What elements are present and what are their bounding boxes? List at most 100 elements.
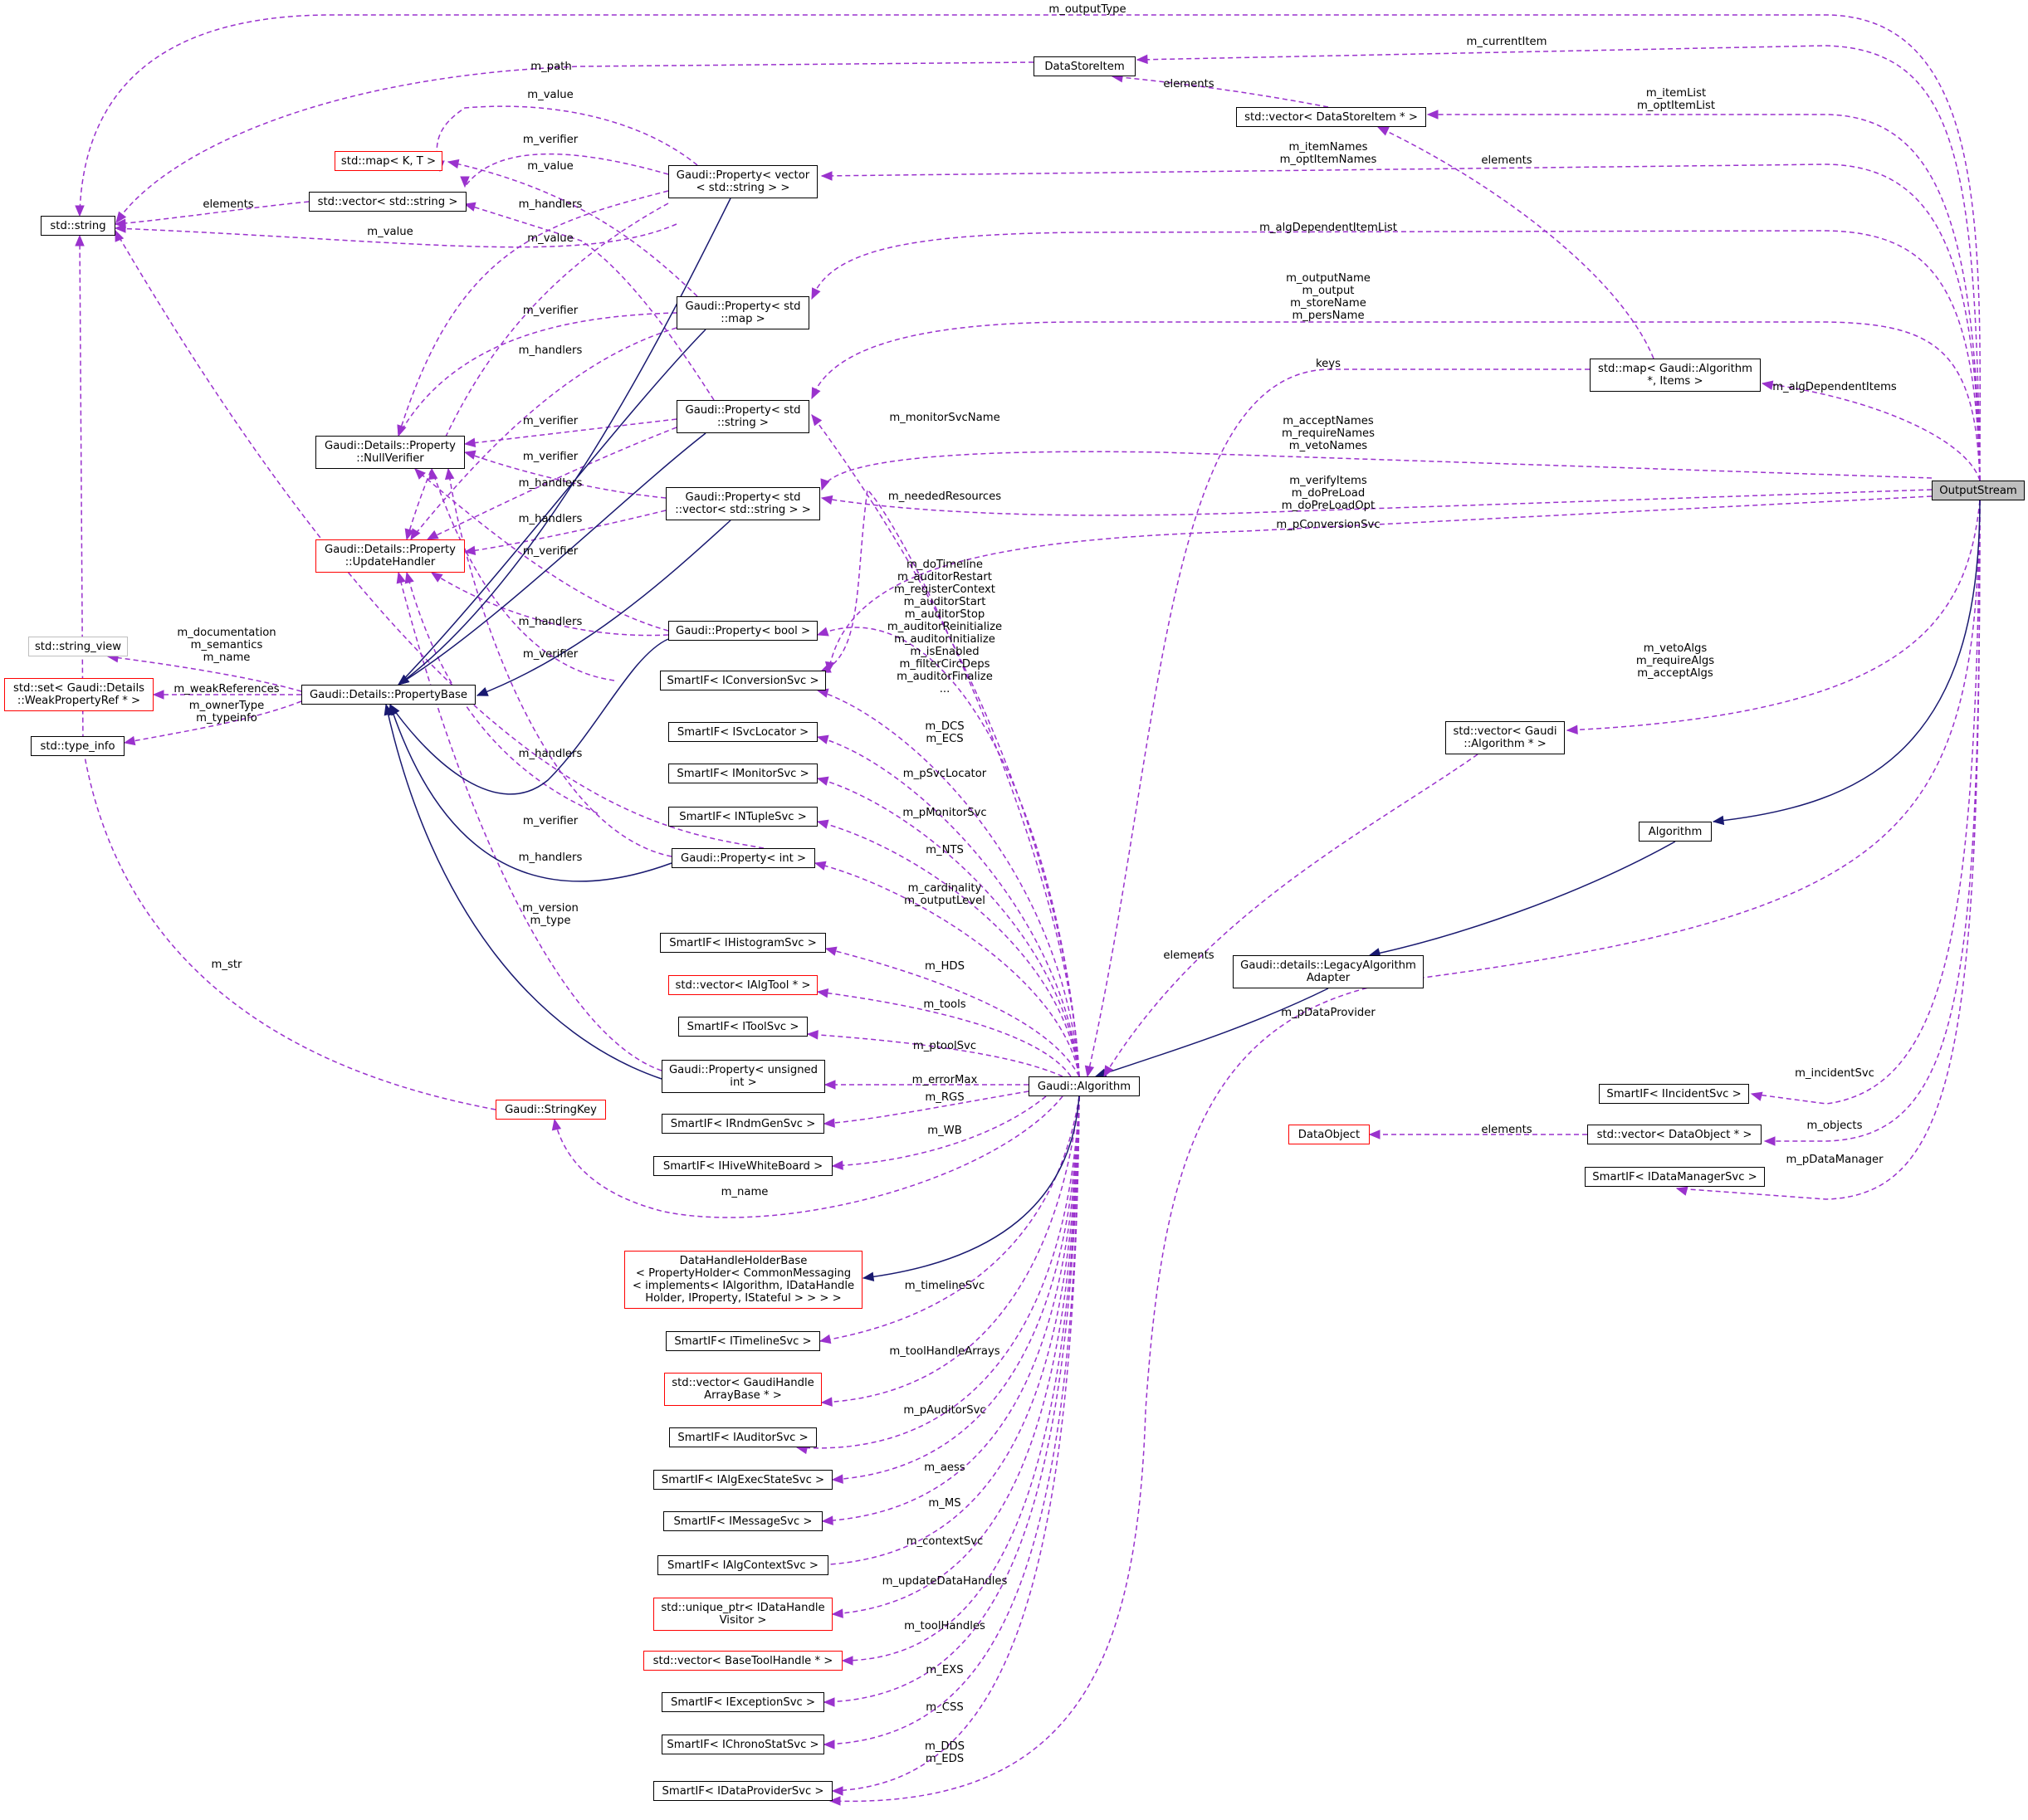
label-elements-map: elements [1481, 154, 1532, 167]
edge-m-algdependentitemlist-arrow [811, 287, 821, 300]
node-data-handle-holder-base[interactable]: DataHandleHolderBase < PropertyHolder< C… [624, 1251, 863, 1309]
label-keys: keys [1316, 358, 1341, 370]
node-smartif-ialgexecstatesvc[interactable]: SmartIF< IAlgExecStateSvc > [653, 1470, 833, 1490]
label-m-pauditorsvc: m_pAuditorSvc [903, 1404, 986, 1417]
edge-m-pdataprovider [829, 500, 1981, 1803]
edge-string-vector [464, 203, 715, 401]
node-vector-data-object[interactable]: std::vector< DataObject * > [1587, 1125, 1762, 1144]
label-m-timelinesvc: m_timelineSvc [904, 1280, 985, 1292]
node-smartif-idataprovidersvc[interactable]: SmartIF< IDataProviderSvc > [653, 1781, 833, 1801]
label-m-pdataprovider: m_pDataProvider [1281, 1007, 1376, 1019]
node-std-string-view[interactable]: std::string_view [28, 637, 128, 656]
node-property-std-string[interactable]: Gaudi::Property< std ::string > [677, 400, 809, 433]
edge-m-currentitem-arrow [1136, 54, 1148, 65]
label-m-errormax: m_errorMax [911, 1074, 978, 1086]
node-smartif-itimelinesvc[interactable]: SmartIF< ITimelineSvc > [666, 1331, 820, 1351]
label-m-handlers-1: m_handlers [518, 198, 583, 211]
node-gaudi-algorithm[interactable]: Gaudi::Algorithm [1029, 1076, 1140, 1096]
edge-m-ptoolsvc [807, 1033, 1063, 1077]
node-smartif-iauditorsvc[interactable]: SmartIF< IAuditorSvc > [669, 1427, 817, 1447]
edge-m-psvclocator-arrow [816, 734, 829, 744]
edge-m-wb [832, 1095, 1047, 1167]
edge-inherit-property-int [389, 704, 672, 882]
edge-inherit-property-unsigned-arrow [384, 703, 393, 716]
node-smartif-intuplesvc[interactable]: SmartIF< INTupleSvc > [668, 807, 818, 827]
node-smartif-iexceptionsvc[interactable]: SmartIF< IExceptionSvc > [662, 1692, 824, 1712]
edge-m-algdependentitemlist [811, 230, 1981, 481]
node-smartif-irndmgensvc[interactable]: SmartIF< IRndmGenSvc > [662, 1114, 824, 1134]
edge-m-acceptnames-arrow [820, 478, 830, 491]
node-smartif-iincidentsvc[interactable]: SmartIF< IIncidentSvc > [1599, 1084, 1749, 1104]
node-std-string[interactable]: std::string [41, 216, 115, 236]
label-m-dotimeline: m_doTimeline m_auditorRestart m_register… [887, 559, 1003, 695]
node-output-stream[interactable]: OutputStream [1932, 481, 2025, 500]
node-property-unsigned-int[interactable]: Gaudi::Property< unsigned int > [662, 1060, 825, 1093]
label-m-monitorsvcname: m_monitorSvcName [889, 412, 1000, 424]
label-m-algdependentitemlist: m_algDependentItemList [1259, 222, 1397, 234]
node-null-verifier[interactable]: Gaudi::Details::Property ::NullVerifier [315, 436, 465, 469]
edge-inherit-property-bool [389, 638, 669, 795]
label-m-toolhandles: m_toolHandles [904, 1620, 985, 1632]
node-vector-basetoolhandle[interactable]: std::vector< BaseToolHandle * > [643, 1651, 843, 1671]
node-smartif-idatamanagersvc[interactable]: SmartIF< IDataManagerSvc > [1585, 1167, 1765, 1187]
edge-m-handlers-3-arrow [426, 530, 439, 540]
edge-string-vector-arrow [463, 202, 476, 212]
node-std-map-kt[interactable]: std::map< K, T > [335, 151, 442, 171]
node-map-algorithm-items[interactable]: std::map< Gaudi::Algorithm *, Items > [1590, 359, 1761, 392]
node-property-int[interactable]: Gaudi::Property< int > [672, 848, 815, 868]
label-m-handlers-7: m_handlers [518, 851, 583, 864]
node-std-type-info[interactable]: std::type_info [31, 736, 125, 756]
label-m-weakreferences: m_weakReferences [173, 683, 280, 695]
node-smartif-imessagesvc[interactable]: SmartIF< IMessageSvc > [663, 1511, 823, 1531]
node-vector-data-store-item[interactable]: std::vector< DataStoreItem * > [1236, 107, 1426, 127]
node-data-object[interactable]: DataObject [1288, 1125, 1370, 1144]
node-smartif-ihivewhiteboard[interactable]: SmartIF< IHiveWhiteBoard > [653, 1156, 833, 1176]
edge-elements-dataobject-arrow [1368, 1130, 1381, 1139]
label-m-incidentsvc: m_incidentSvc [1795, 1067, 1874, 1080]
edge-keys-arrow [1084, 1065, 1095, 1078]
node-update-handler[interactable]: Gaudi::Details::Property ::UpdateHandler [315, 539, 465, 573]
label-m-ownertype: m_ownerType m_typeinfo [188, 700, 265, 725]
edge-m-version-arrow [115, 229, 125, 242]
label-m-pmonitorsvc: m_pMonitorSvc [902, 807, 987, 819]
node-vector-gaudihandle-arraybase[interactable]: std::vector< GaudiHandle ArrayBase * > [664, 1373, 822, 1406]
node-vector-std-string[interactable]: std::vector< std::string > [309, 192, 467, 212]
node-algorithm[interactable]: Algorithm [1639, 822, 1712, 842]
edge-m-aess [832, 1095, 1080, 1481]
edge-inherit-datahandleholderbase [863, 1095, 1080, 1279]
node-gaudi-stringkey[interactable]: Gaudi::StringKey [496, 1100, 606, 1120]
node-legacy-algorithm-adapter[interactable]: Gaudi::details::LegacyAlgorithm Adapter [1233, 955, 1424, 988]
node-smartif-ihistogramsvc[interactable]: SmartIF< IHistogramSvc > [660, 933, 826, 953]
node-unique-ptr-idatahandle-visitor[interactable]: std::unique_ptr< IDataHandle Visitor > [653, 1598, 833, 1631]
node-property-vector-std-string[interactable]: Gaudi::Property< std ::vector< std::stri… [666, 487, 820, 520]
label-m-outputname: m_outputName m_output m_storeName m_pers… [1286, 272, 1371, 322]
node-property-vector-string[interactable]: Gaudi::Property< vector < std::string > … [668, 165, 818, 198]
node-vector-ialgtool[interactable]: std::vector< IAlgTool * > [668, 975, 818, 995]
node-smartif-itoolsvc[interactable]: SmartIF< IToolSvc > [678, 1017, 808, 1037]
node-data-store-item[interactable]: DataStoreItem [1034, 56, 1136, 76]
node-set-weak-property-ref[interactable]: std::set< Gaudi::Details ::WeakPropertyR… [4, 678, 154, 711]
edge-inherit-property-string [398, 432, 706, 686]
node-smartif-ialgcontextsvc[interactable]: SmartIF< IAlgContextSvc > [657, 1555, 828, 1575]
edge-elements-algorithm-arrow [1103, 1065, 1114, 1078]
edge-inherit-property-vector [398, 198, 731, 686]
label-m-vetoalgs: m_vetoAlgs m_requireAlgs m_acceptAlgs [1635, 642, 1715, 680]
node-smartif-isvclocator[interactable]: SmartIF< ISvcLocator > [668, 722, 818, 742]
node-property-bool[interactable]: Gaudi::Property< bool > [668, 621, 818, 641]
edge-m-handlers-4-arrow [463, 545, 476, 556]
edge-m-str-arrow [75, 234, 85, 246]
label-m-neededresources: m_neededResources [887, 490, 1002, 503]
edge-m-vetoalgs [1566, 500, 1981, 731]
edge-outputstream-algorithm [1713, 500, 1981, 822]
edge-m-handlers-6 [406, 572, 599, 814]
edge-m-verifier-6 [431, 468, 615, 681]
edge-m-outputtype-arrow [75, 205, 85, 217]
node-smartif-imonitorsvc[interactable]: SmartIF< IMonitorSvc > [668, 764, 818, 783]
node-smartif-iconversionsvc[interactable]: SmartIF< IConversionSvc > [660, 671, 826, 690]
node-vector-algorithm[interactable]: std::vector< Gaudi ::Algorithm * > [1445, 721, 1565, 754]
node-property-std-map[interactable]: Gaudi::Property< std ::map > [677, 296, 809, 329]
edge-m-ownertype-arrow [123, 735, 136, 746]
node-property-base[interactable]: Gaudi::Details::PropertyBase [301, 685, 476, 705]
node-smartif-ichronostatsvc[interactable]: SmartIF< IChronoStatSvc > [662, 1735, 824, 1754]
label-m-name: m_name [721, 1186, 769, 1198]
